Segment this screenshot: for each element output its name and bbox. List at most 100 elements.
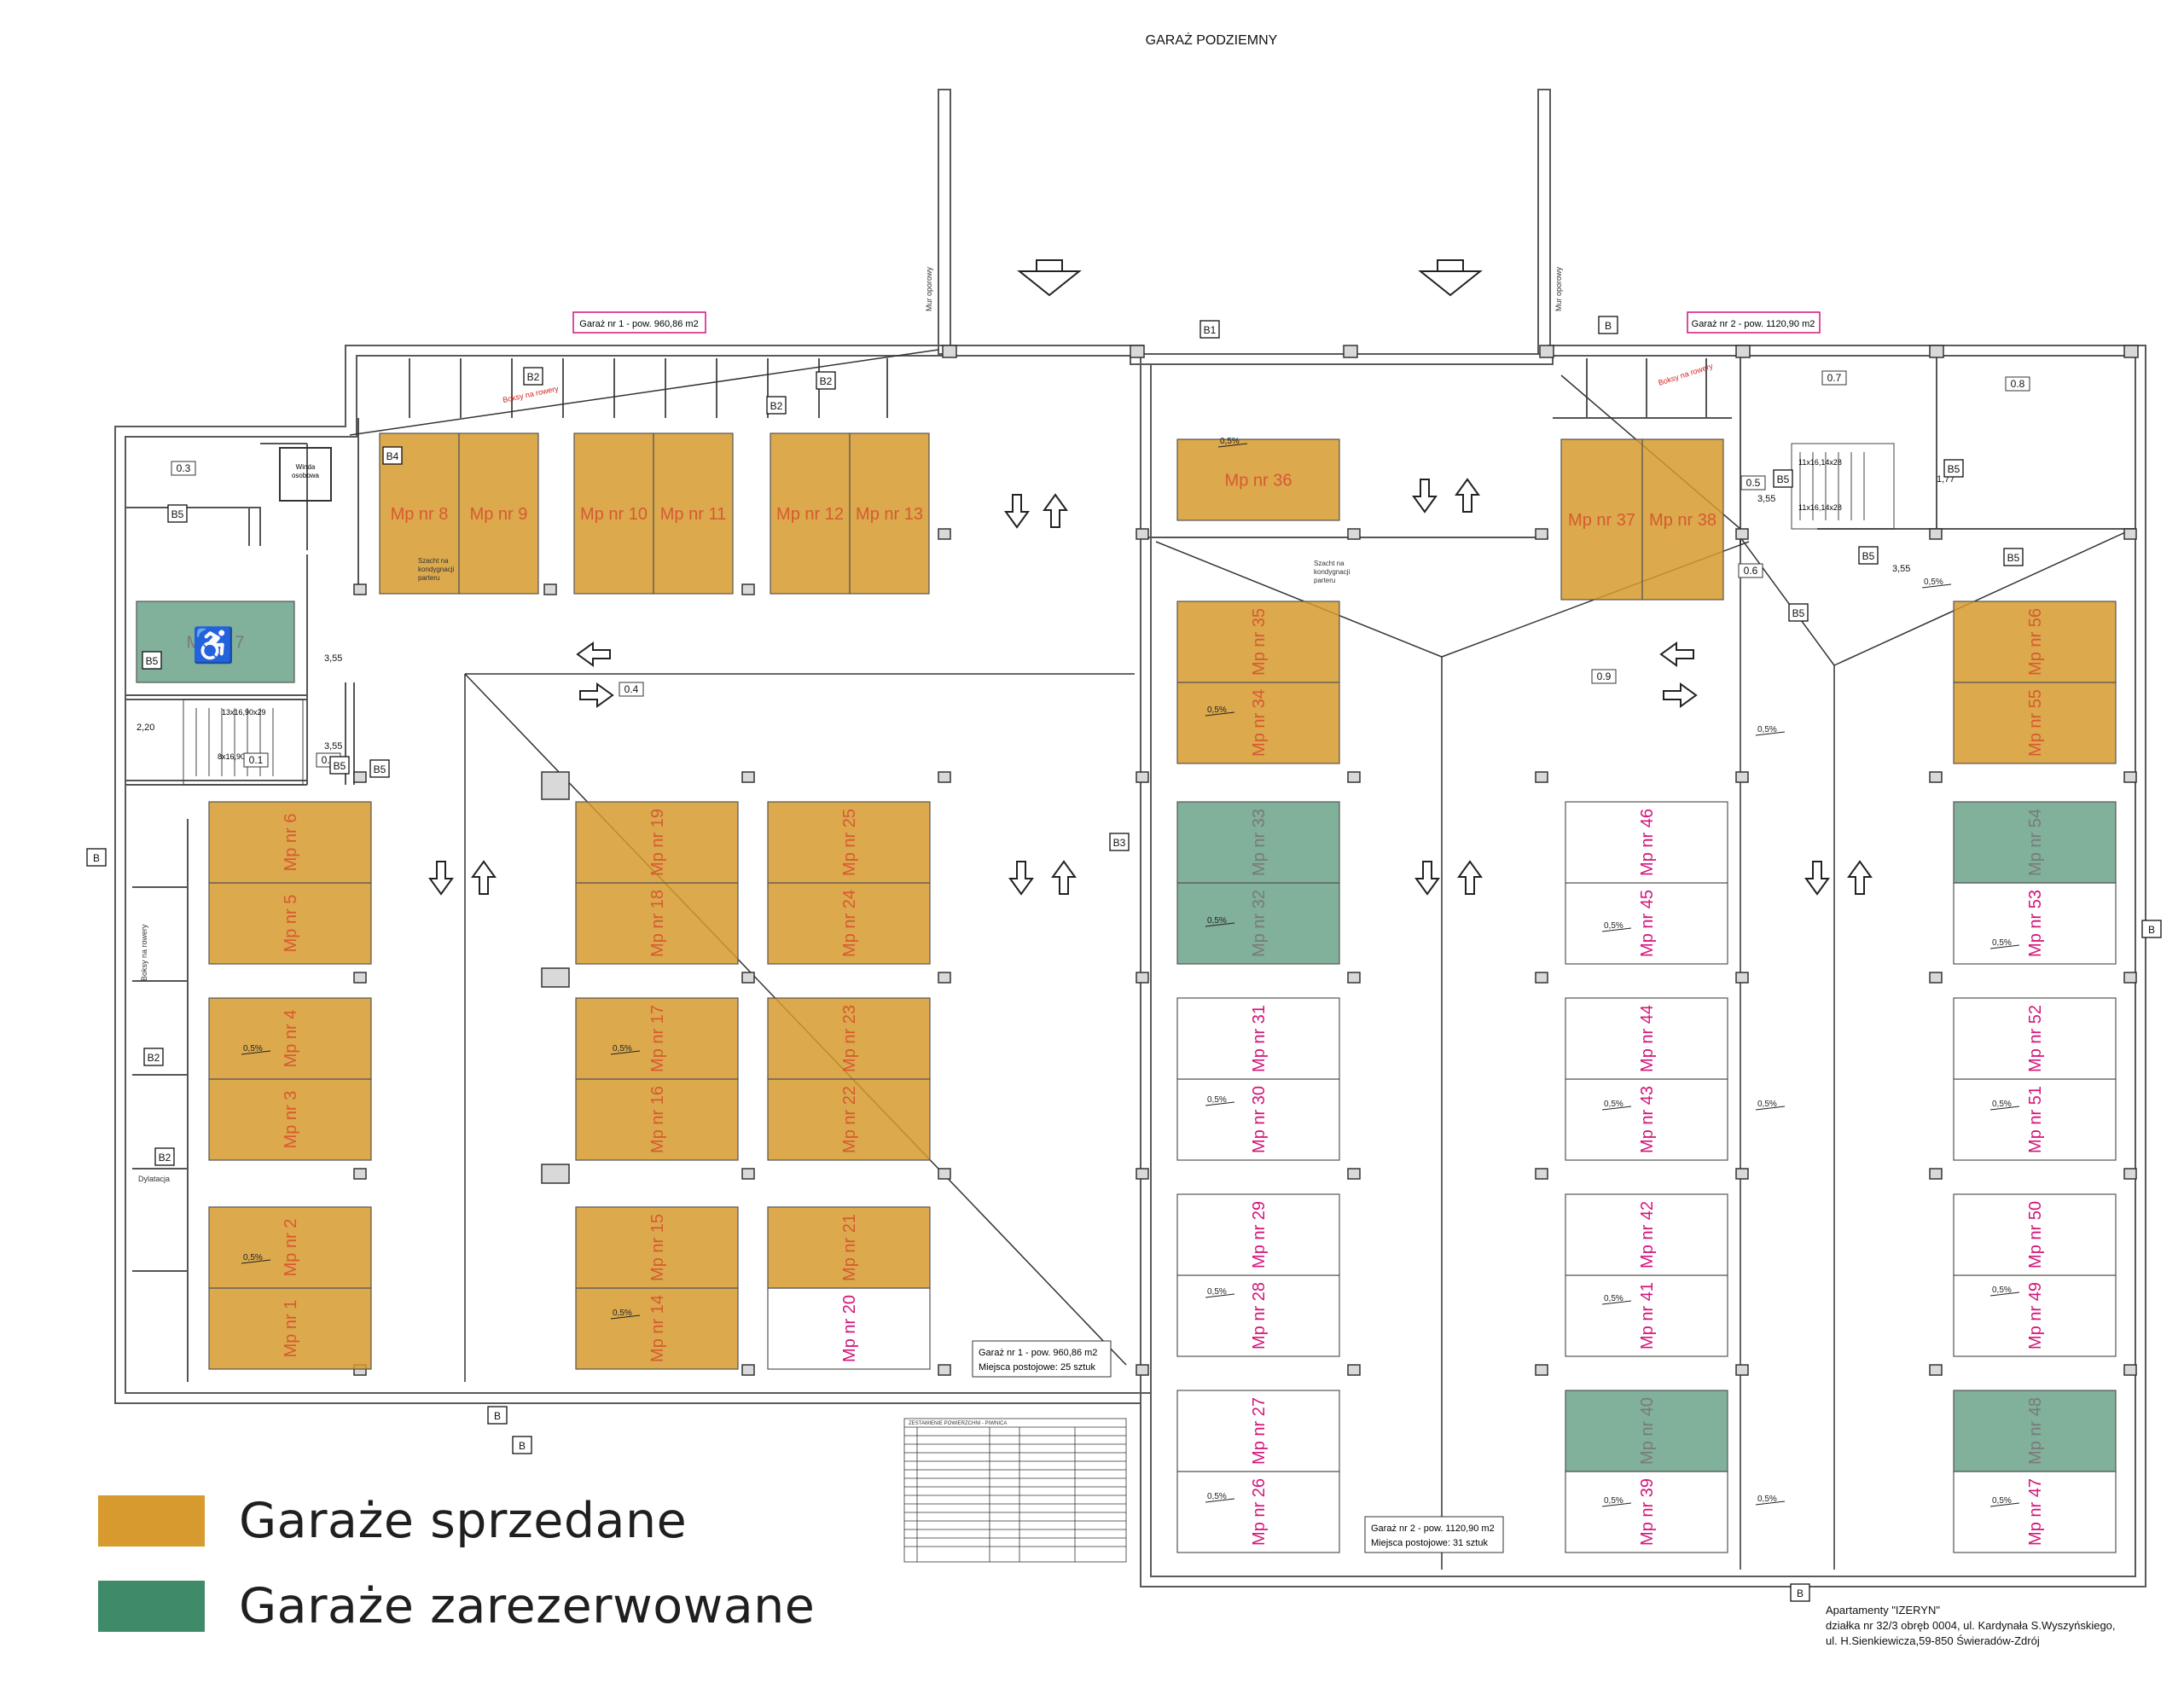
parking-spot: Mp nr 24 [767,882,931,965]
slope-label: 0,5% [1207,705,1227,715]
parking-spot: Mp nr 51 [1953,1078,2117,1161]
parking-spot: Mp nr 10 [573,432,654,595]
parking-spot: Mp nr 31 [1176,997,1340,1080]
parking-spot-label: Mp nr 26 [1250,1478,1269,1546]
section-mark-label: B1 [1204,324,1217,336]
section-mark-box [1943,459,1964,478]
section-mark-box [382,446,403,465]
parking-spot: Mp nr 18 [575,882,739,965]
parking-spot-label: Mp nr 20 [840,1295,859,1362]
parking-spot-label: Mp nr 15 [648,1214,667,1281]
arrow-down-icon [1008,861,1034,896]
section-mark-box [487,1406,508,1425]
slope-label: 0,5% [1992,1100,2012,1109]
parking-spot-area [767,1078,931,1161]
section-mark-label: B [2148,924,2155,936]
parking-spot: Mp nr 22 [767,1078,931,1161]
parking-spot-label: Mp nr 13 [856,505,923,524]
parking-spot: Mp nr 56 [1953,601,2117,683]
parking-spot: Mp nr 33 [1176,801,1340,884]
parking-spot-label: Mp nr 37 [1568,511,1635,530]
section-mark-label: B2 [770,400,783,412]
parking-spot-area [575,1078,739,1161]
parking-spot-area [767,882,931,965]
section-mark-label: B5 [1777,473,1790,485]
address-line: działka nr 32/3 obręb 0004, ul. Kardynał… [1826,1619,2116,1632]
parking-spot: Mp nr 42 [1565,1193,1728,1276]
parking-spot-label: Mp nr 43 [1638,1086,1657,1153]
section-mark-label: B2 [820,375,833,387]
garage-area-text: Garaż nr 1 - pow. 960,86 m2 [579,319,698,329]
room-number: 0.8 [2011,378,2025,390]
parking-spot: Mp nr 5 [208,882,372,965]
arrow-left-icon [576,641,611,667]
parking-spot-area [1565,1078,1728,1161]
room-number: 0.3 [177,462,191,474]
parking-spot-area [208,801,372,884]
parking-spot: Mp nr 54 [1953,801,2117,884]
parking-spot-label: Mp nr 24 [840,890,859,957]
slope-label: 0,5% [1924,578,1943,587]
garage-1-area-box: Garaż nr 1 - pow. 960,86 m2 [572,311,706,334]
parking-spot-area [573,432,654,595]
parking-spot-label: Mp nr 51 [2026,1086,2045,1153]
arrow-right-icon [579,682,614,708]
parking-spot: Mp nr 7 [136,601,295,683]
parking-spot: Mp nr 19 [575,801,739,884]
address-line: Apartamenty "IZERYN" [1826,1604,1940,1616]
parking-spot-area [1565,1471,1728,1553]
slope-label: 0,5% [1604,1100,1623,1109]
slope-label: 0,5% [1207,1287,1227,1297]
retaining-wall-label: Mur oporowy [1554,266,1563,311]
room-number: 0.1 [249,754,264,766]
parking-spot-label: Mp nr 22 [840,1086,859,1153]
slope-arrow-icon [1205,1498,1235,1503]
parking-spot-area [1176,1193,1340,1276]
parking-spot-label: Mp nr 16 [648,1086,667,1153]
parking-spot-area [1176,1390,1340,1472]
parking-spot: Mp nr 52 [1953,997,2117,1080]
section-mark-label: B2 [527,371,540,383]
parking-spot-area [1565,997,1728,1080]
slope-label: 0,5% [1757,1495,1777,1504]
parking-spot-label: Mp nr 52 [2026,1005,2045,1072]
level-label: 3,55 [324,741,342,752]
slope-arrow-icon [1205,711,1235,717]
section-mark-box [1858,546,1879,565]
slope-label: 0,5% [243,1253,263,1262]
entry-arrow-down-icon [1418,259,1483,297]
parking-spot-label: Mp nr 28 [1250,1282,1269,1349]
parking-spot-area [1176,882,1340,965]
parking-spot-label: Mp nr 27 [1250,1397,1269,1465]
arrow-down-icon [1004,494,1030,529]
parking-spot: Mp nr 40 [1565,1390,1728,1472]
parking-spot-area [208,1078,372,1161]
slope-arrow-icon [1989,1106,2020,1111]
arrow-down-icon [428,861,454,896]
room-box [2005,376,2030,392]
section-mark-box [154,1147,175,1166]
parking-spot-label: Mp nr 19 [648,809,667,876]
outer-walls [114,89,2146,1587]
retaining-wall-label: Mur oporowy [925,266,933,311]
shaft-label: kondygnacji [1314,568,1350,576]
parking-spot: Mp nr 55 [1953,682,2117,764]
parking-spot-label: Mp nr 32 [1250,890,1269,957]
parking-spot-label: Mp nr 49 [2026,1282,2045,1349]
slope-arrow-icon [1921,583,1952,589]
wheelchair-icon: ♿ [192,625,235,665]
arrow-left-icon [1659,641,1694,667]
section-mark-label: B [1797,1587,1804,1599]
section-mark-label: B5 [334,760,346,772]
parking-spot-area [1176,1471,1340,1553]
slope-arrow-icon [1205,922,1235,927]
parking-spot: Mp nr 53 [1953,882,2117,965]
garage-info-line: Miejsca postojowe: 25 sztuk [979,1362,1095,1373]
parking-spot-label: Mp nr 12 [776,505,844,524]
parking-spot-label: Mp nr 40 [1638,1397,1657,1465]
slope-arrow-icon [1205,1101,1235,1106]
slope-arrow-icon [610,1315,641,1320]
parking-spot-label: Mp nr 8 [391,505,449,524]
